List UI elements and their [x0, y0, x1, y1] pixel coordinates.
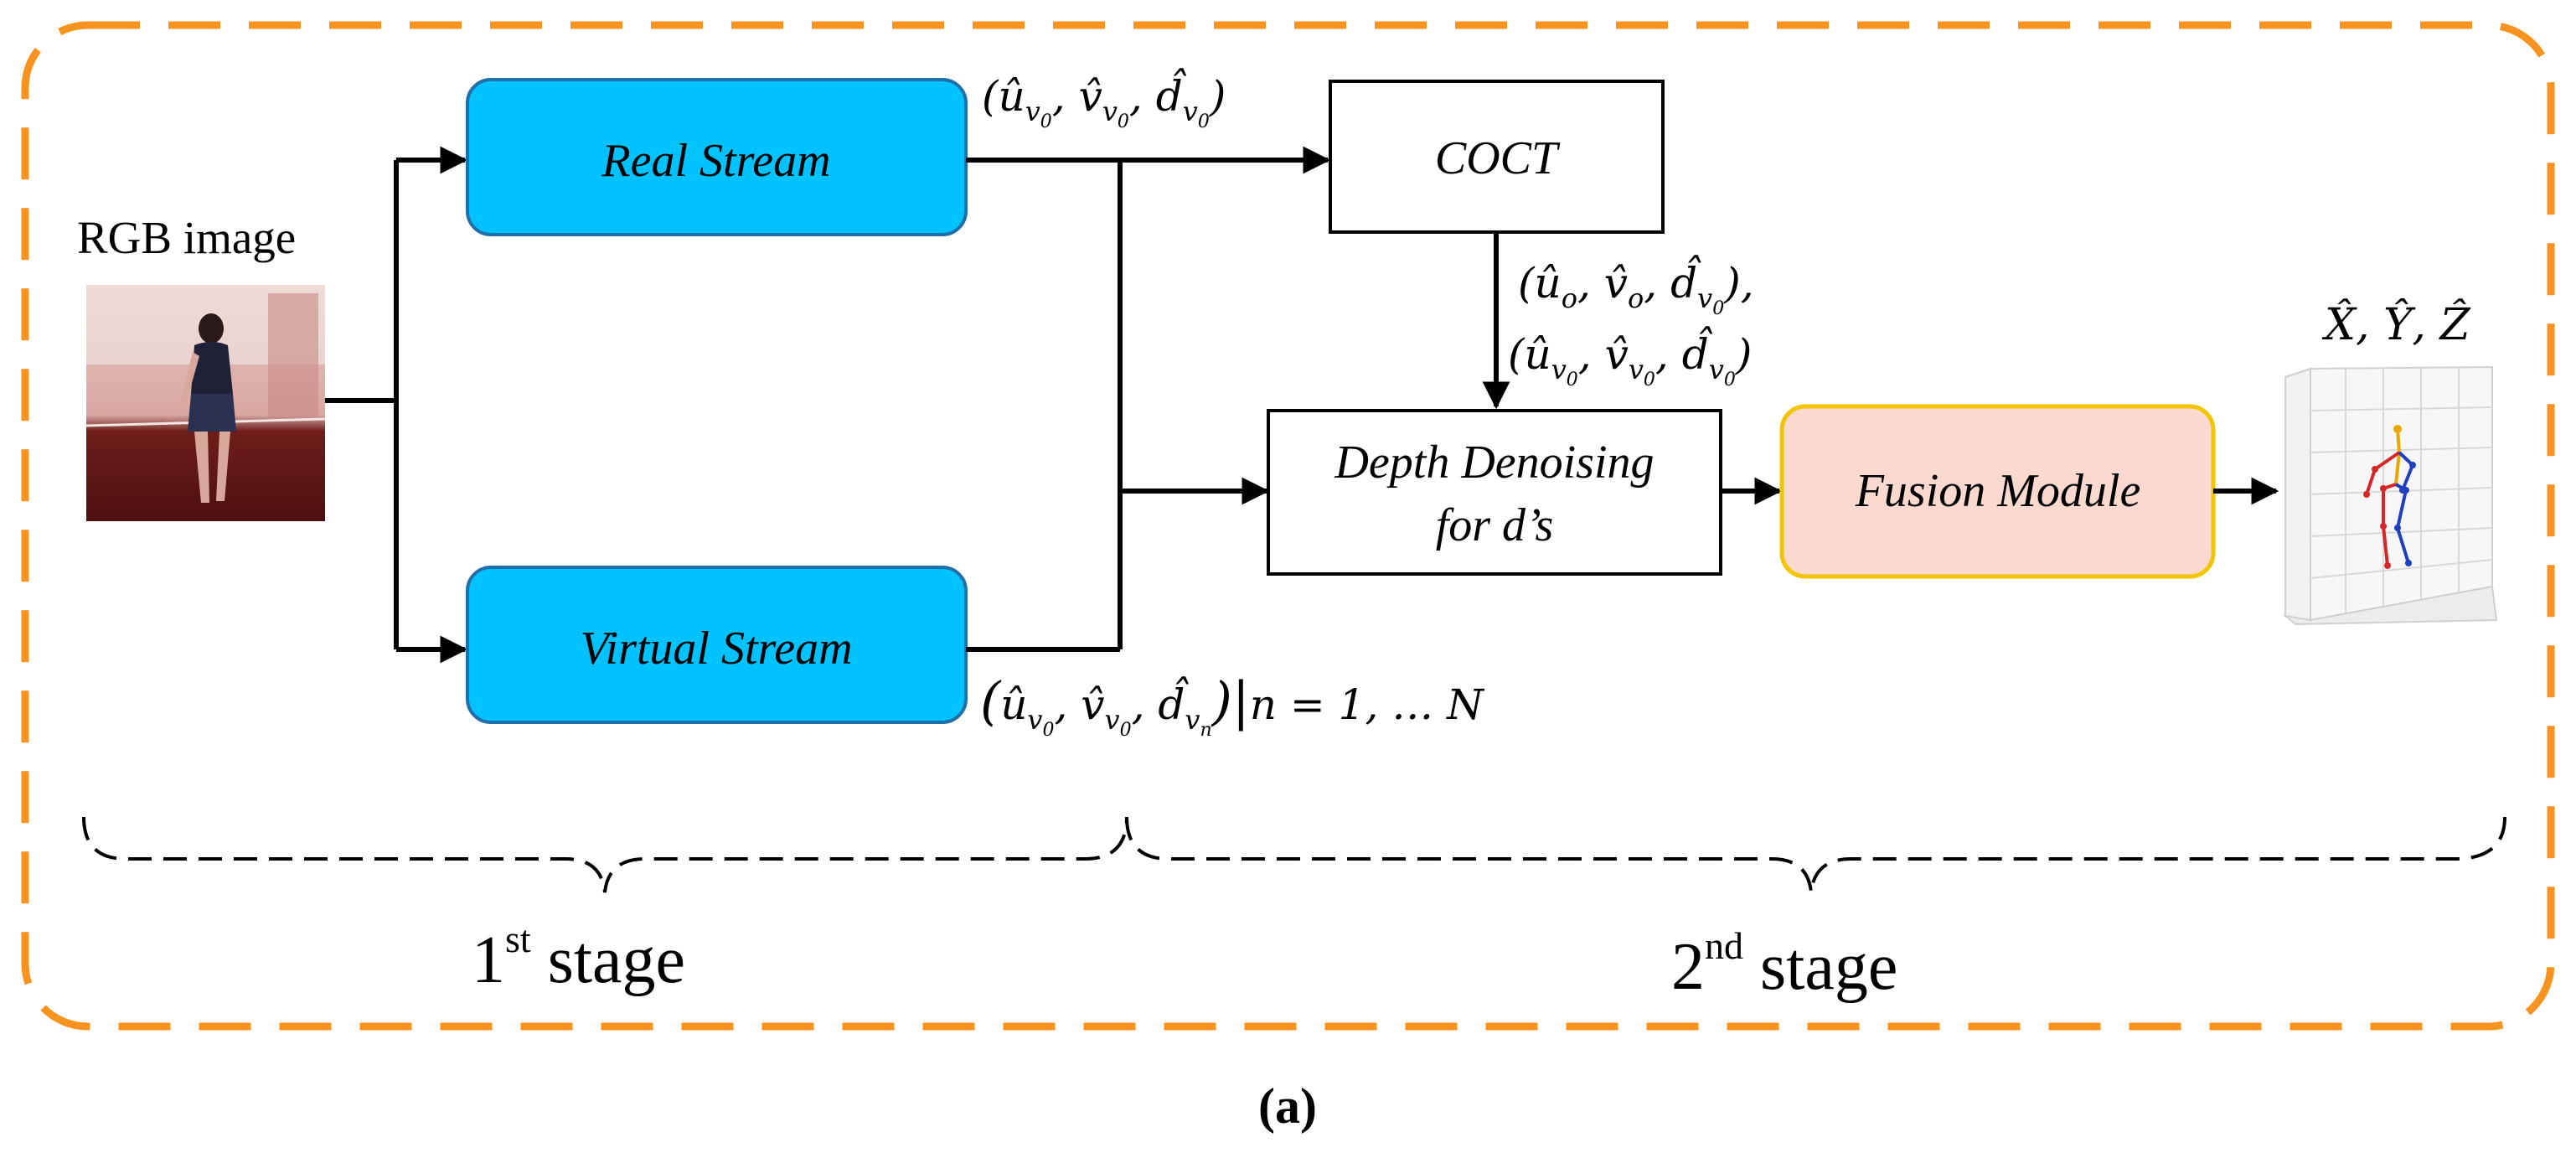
real-stream-box — [466, 78, 968, 236]
rgb-image-label: RGB image — [77, 212, 296, 263]
3d-skeleton-plot-icon — [2282, 365, 2498, 626]
coct-label: COCT — [1435, 132, 1561, 184]
stage2-brace — [1125, 816, 2506, 893]
figure-caption: (a) — [1258, 1078, 1317, 1134]
coct-box — [1329, 80, 1665, 234]
coct-output-label-2: (ûv0, v̂v0, d̂v0) — [1508, 325, 1752, 390]
output-label: X̂, Ŷ, Ẑ — [2321, 298, 2470, 350]
real-stream-output-label: (ûv0, v̂v0, d̂v0) — [982, 67, 1226, 132]
stage1-label: 1st stage — [472, 918, 685, 997]
virtual-stream-output-label: (ûv0, v̂v0, d̂vn)|n = 1, … N — [980, 670, 1485, 741]
fusion-module-label: Fusion Module — [1855, 465, 2141, 517]
stage1-brace — [82, 816, 1128, 893]
rgb-photo-thumbnail — [85, 285, 326, 521]
split-connector — [325, 146, 468, 664]
stage2-label: 2nd stage — [1671, 924, 1897, 1004]
real-stream-label: Real Stream — [601, 135, 830, 187]
virtual-stream-label: Virtual Stream — [580, 623, 852, 675]
outer-frame — [21, 21, 2555, 1031]
merge-connector — [966, 146, 1331, 652]
depth-denoising-label-line2: for d’s — [1436, 499, 1554, 551]
coct-output-label-1: (ûo, v̂o, d̂v0), — [1518, 254, 1754, 319]
virtual-stream-box — [466, 566, 968, 724]
depth-denoising-label-line1: Depth Denoising — [1334, 437, 1654, 489]
